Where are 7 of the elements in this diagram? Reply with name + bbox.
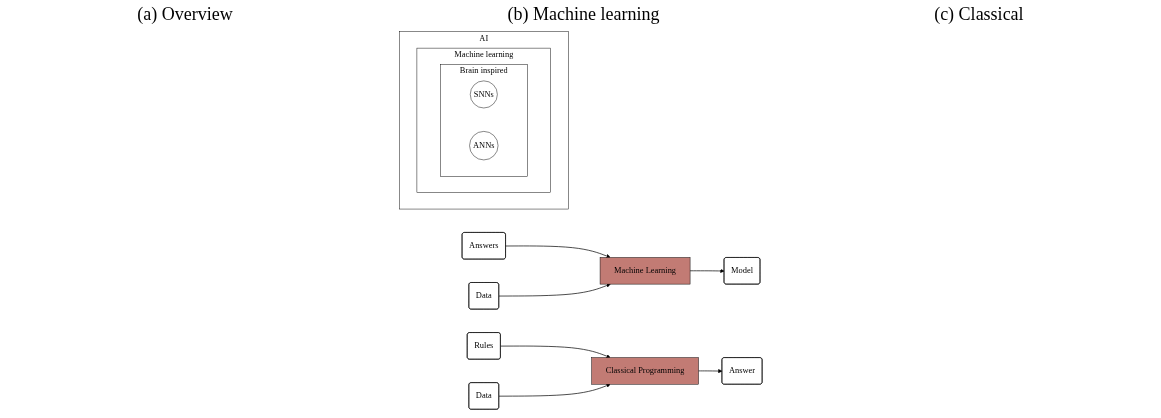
- panel-caption: (a) Overview: [137, 3, 233, 25]
- panel-caption: (c) Classical: [934, 3, 1024, 25]
- node-circle: SNNs: [469, 80, 498, 109]
- node-circle: ANNs: [469, 131, 499, 161]
- node-box: Classical Programming: [591, 357, 699, 385]
- panel-caption: (b) Machine learning: [507, 3, 660, 25]
- node-box: Machine Learning: [599, 257, 691, 285]
